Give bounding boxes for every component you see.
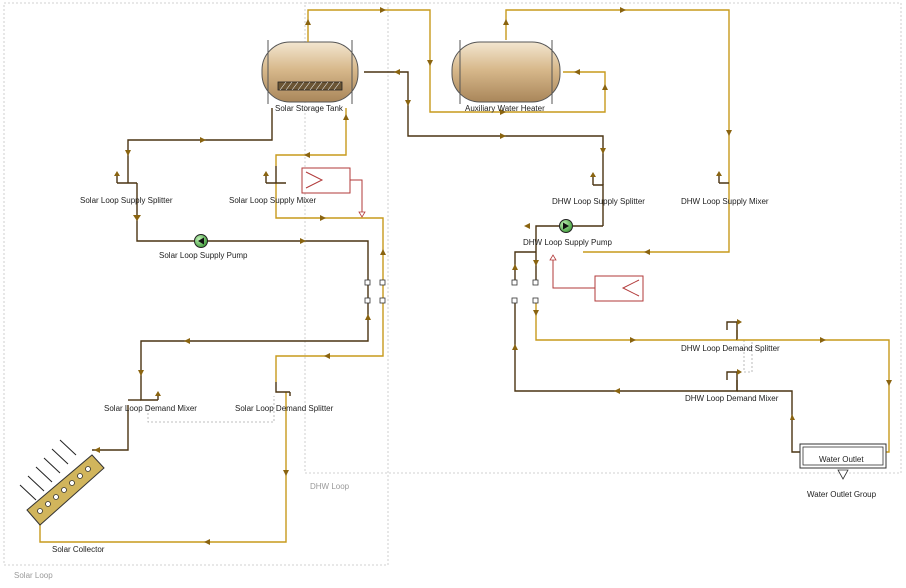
- solar-loop-demand-splitter[interactable]: [275, 382, 291, 396]
- solar-loop-group-label: Solar Loop: [14, 571, 53, 580]
- dhw-setpoint-manager[interactable]: [549, 254, 644, 302]
- dhw-loop-demand-splitter[interactable]: [726, 321, 738, 340]
- solar-loop-supply-pump-label: Solar Loop Supply Pump: [159, 251, 248, 260]
- flow-arrows: [94, 7, 892, 545]
- solar-node-1[interactable]: [364, 279, 371, 286]
- dhw-demand-inlet-gold: [535, 300, 738, 341]
- solar-collector-outlet-pipe: [39, 392, 287, 543]
- dhw-supply-branch: [514, 251, 536, 282]
- solar-loop-supply-mixer[interactable]: [263, 166, 286, 184]
- solar-collector[interactable]: [19, 439, 105, 526]
- dhw-node-2[interactable]: [511, 297, 518, 304]
- dhw-loop-supply-splitter-label: DHW Loop Supply Splitter: [552, 197, 645, 206]
- dhw-tank-to-heater-pipe: [307, 9, 606, 113]
- solar-loop-supply-mixer-label: Solar Loop Supply Mixer: [229, 196, 316, 205]
- dhw-pump-supply-pipe: [535, 225, 603, 282]
- solar-loop-supply-splitter[interactable]: [114, 163, 137, 184]
- solar-loop-supply-pump[interactable]: [194, 234, 208, 248]
- dhw-loop-supply-pump[interactable]: [559, 219, 573, 233]
- dhw-loop-demand-mixer-label: DHW Loop Demand Mixer: [685, 394, 779, 403]
- solar-supply-pipe: [136, 183, 369, 300]
- solar-storage-tank[interactable]: [261, 40, 359, 104]
- dhw-node-1[interactable]: [511, 279, 518, 286]
- solar-demand-inlet-pipe: [140, 303, 369, 388]
- solar-collector-label: Solar Collector: [52, 545, 105, 554]
- solar-demand-bypass: [147, 396, 275, 423]
- dhw-loop-demand-splitter-label: DHW Loop Demand Splitter: [681, 344, 780, 353]
- solar-node-4[interactable]: [379, 297, 386, 304]
- solar-loop-group[interactable]: [3, 2, 389, 566]
- solar-demand-return-pipe: [275, 303, 384, 382]
- dhw-supply-mixer-arrow: [716, 171, 722, 176]
- dhw-loop-demand-mixer[interactable]: [726, 371, 738, 391]
- dhw-outlet-return-pipe: [737, 390, 800, 453]
- solar-loop-demand-mixer-label: Solar Loop Demand Mixer: [104, 404, 197, 413]
- auxiliary-water-heater[interactable]: [451, 40, 561, 104]
- solar-mixer-outlet-pipe: [275, 183, 384, 300]
- solar-storage-tank-label: Solar Storage Tank: [275, 104, 344, 113]
- solar-tank-outlet-pipe: [127, 108, 273, 163]
- dhw-demand-splitter-arrow: [737, 319, 742, 325]
- water-outlet[interactable]: [799, 443, 887, 480]
- solar-setpoint-manager[interactable]: [301, 167, 366, 218]
- dhw-loop-supply-pump-label: DHW Loop Supply Pump: [523, 238, 612, 247]
- dhw-loop-group[interactable]: [304, 2, 902, 474]
- solar-loop-demand-splitter-label: Solar Loop Demand Splitter: [235, 404, 334, 413]
- solar-node-2[interactable]: [364, 297, 371, 304]
- dhw-node-3[interactable]: [532, 279, 539, 286]
- dhw-demand-bypass: [743, 339, 753, 373]
- dhw-supply-splitter-arrow: [590, 172, 596, 177]
- solar-tank-return-pipe: [275, 108, 347, 166]
- auxiliary-water-heater-label: Auxiliary Water Heater: [465, 104, 545, 113]
- solar-loop-demand-mixer[interactable]: [128, 388, 161, 401]
- water-outlet-group-label: Water Outlet Group: [807, 490, 877, 499]
- solar-collector-inlet-pipe: [92, 405, 129, 451]
- solar-node-3[interactable]: [379, 279, 386, 286]
- dhw-loop-supply-mixer-label: DHW Loop Supply Mixer: [681, 197, 769, 206]
- dhw-demand-mixer-arrow: [737, 369, 742, 375]
- dhw-loop-group-label: DHW Loop: [310, 482, 350, 491]
- solar-loop-supply-splitter-label: Solar Loop Supply Splitter: [80, 196, 173, 205]
- water-outlet-label: Water Outlet: [819, 455, 864, 464]
- dhw-node-4[interactable]: [532, 297, 539, 304]
